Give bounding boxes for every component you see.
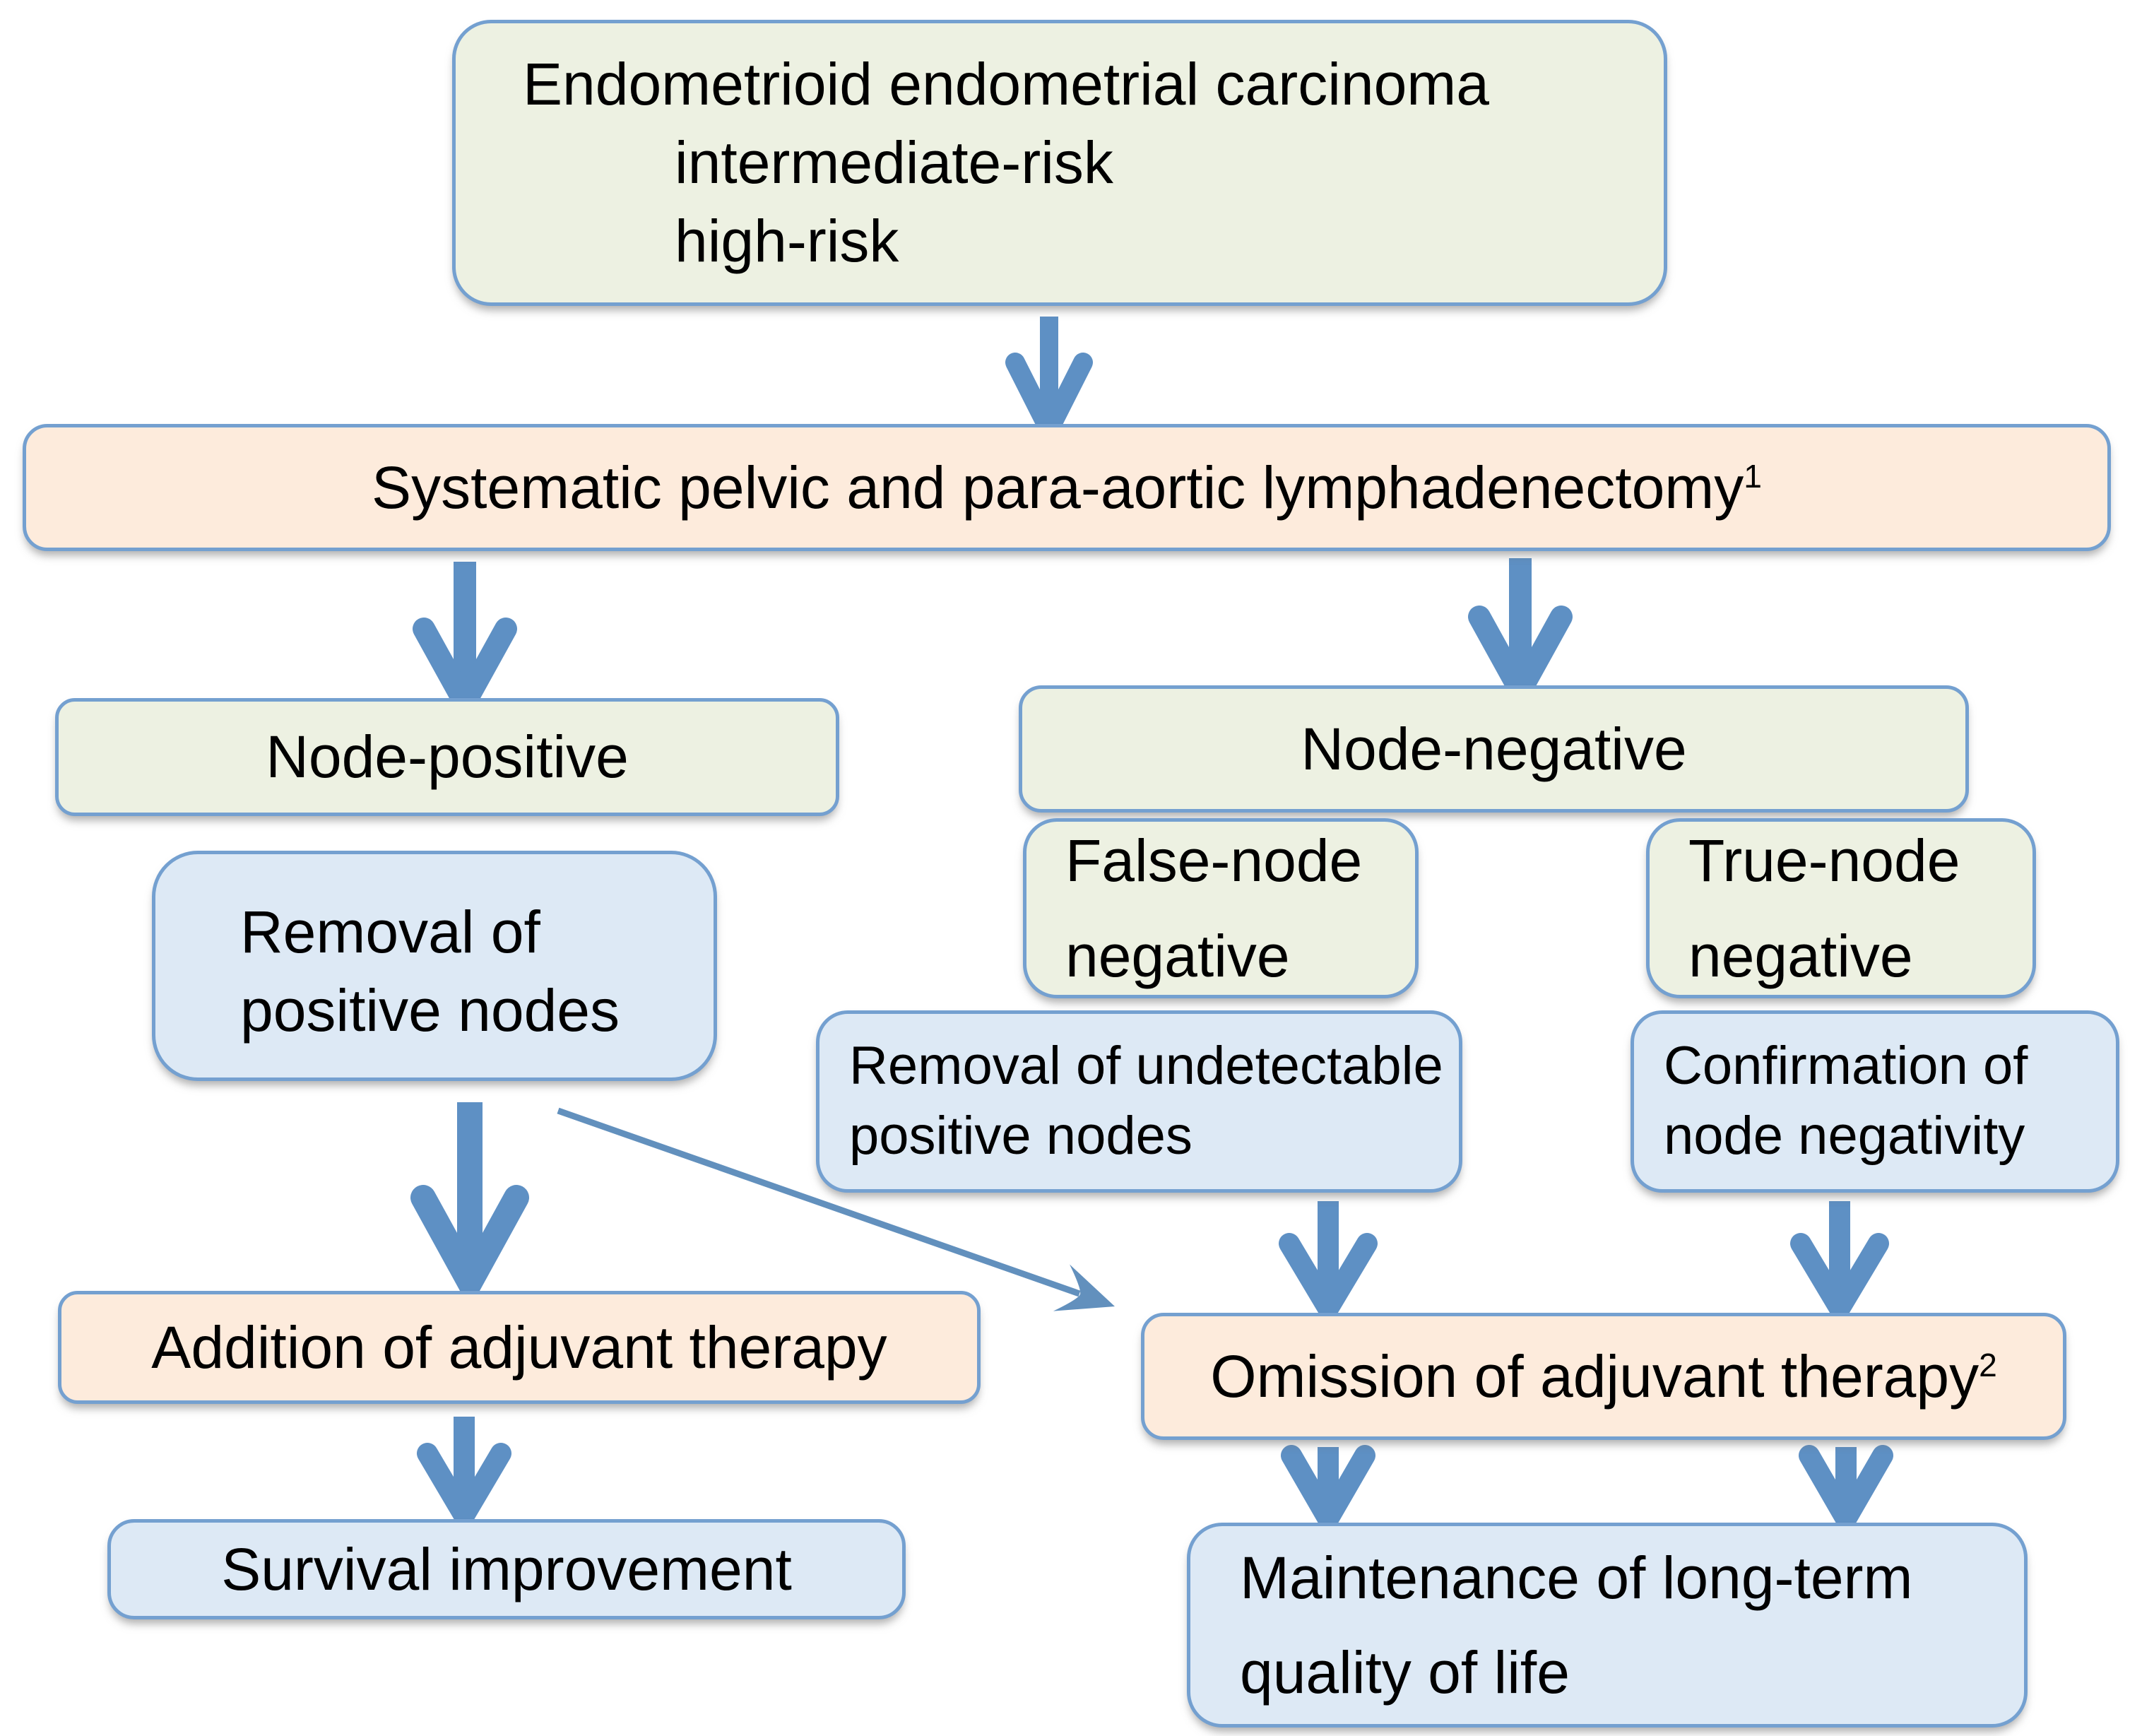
node-maintenance-line2: quality of life [1240, 1639, 1570, 1706]
node-addition-adjuvant: Addition of adjuvant therapy [58, 1291, 981, 1404]
node-removal-positive-line2: positive nodes [240, 976, 620, 1044]
footnote-marker: 2 [1979, 1346, 1997, 1383]
node-carcinoma-line1: Endometrioid endometrial carcinoma [523, 51, 1489, 118]
down-arrow-icon [410, 1102, 529, 1309]
node-omission-label: Omission of adjuvant therapy [1210, 1342, 1980, 1410]
node-confirmation-line2: node negativity [1664, 1106, 2025, 1166]
down-arrow-icon [1279, 1201, 1378, 1330]
node-removal-undetectable-line2: positive nodes [849, 1106, 1193, 1166]
node-carcinoma-line3: high-risk [675, 207, 899, 274]
node-removal-positive-line1: Removal of [240, 899, 540, 965]
node-node-negative: Node-negative [1019, 685, 1969, 813]
down-arrow-icon [1281, 1445, 1375, 1540]
node-node-positive-text: Node-positive [266, 724, 629, 791]
node-survival-text: Survival improvement [221, 1535, 792, 1602]
node-maintenance-line1: Maintenance of long-term [1240, 1544, 1913, 1611]
node-addition-text: Addition of adjuvant therapy [151, 1313, 887, 1381]
node-true-node-line2: negative [1688, 922, 1913, 989]
node-survival: Survival improvement [107, 1519, 906, 1619]
node-lymphadenectomy-label: Systematic pelvic and para-aortic lympha… [372, 454, 1744, 521]
node-node-positive: Node-positive [55, 698, 839, 816]
node-lymphadenectomy-text: Systematic pelvic and para-aortic lympha… [372, 449, 1762, 527]
down-arrow-icon [1005, 317, 1093, 452]
node-false-node-negative: False-node negative [1023, 818, 1419, 998]
node-lymphadenectomy: Systematic pelvic and para-aortic lympha… [23, 424, 2111, 551]
footnote-marker: 1 [1744, 457, 1762, 495]
node-false-node-line1: False-node [1065, 827, 1363, 894]
node-false-node-line2: negative [1065, 922, 1290, 989]
node-removal-undetectable: Removal of undetectable positive nodes [816, 1010, 1462, 1193]
down-arrow-icon [413, 562, 517, 727]
node-carcinoma-line2: intermediate-risk [675, 129, 1113, 196]
down-arrow-icon [1799, 1445, 1893, 1540]
node-maintenance: Maintenance of long-term quality of life [1187, 1523, 2028, 1728]
node-omission-adjuvant: Omission of adjuvant therapy2 [1141, 1313, 2066, 1440]
node-true-node-negative: True-node negative [1646, 818, 2036, 998]
node-removal-positive: Removal of positive nodes [152, 851, 717, 1081]
down-arrow-icon [1790, 1201, 1889, 1330]
node-removal-undetectable-line1: Removal of undetectable [849, 1036, 1443, 1097]
down-arrow-icon [1468, 558, 1573, 715]
node-confirmation-line1: Confirmation of [1664, 1036, 2028, 1097]
node-node-negative-text: Node-negative [1301, 715, 1687, 782]
node-omission-text: Omission of adjuvant therapy2 [1210, 1338, 1997, 1416]
down-arrow-icon [417, 1417, 511, 1537]
node-carcinoma: Endometrioid endometrial carcinoma inter… [452, 20, 1667, 306]
node-true-node-line1: True-node [1688, 827, 1960, 894]
node-confirmation: Confirmation of node negativity [1631, 1010, 2119, 1193]
